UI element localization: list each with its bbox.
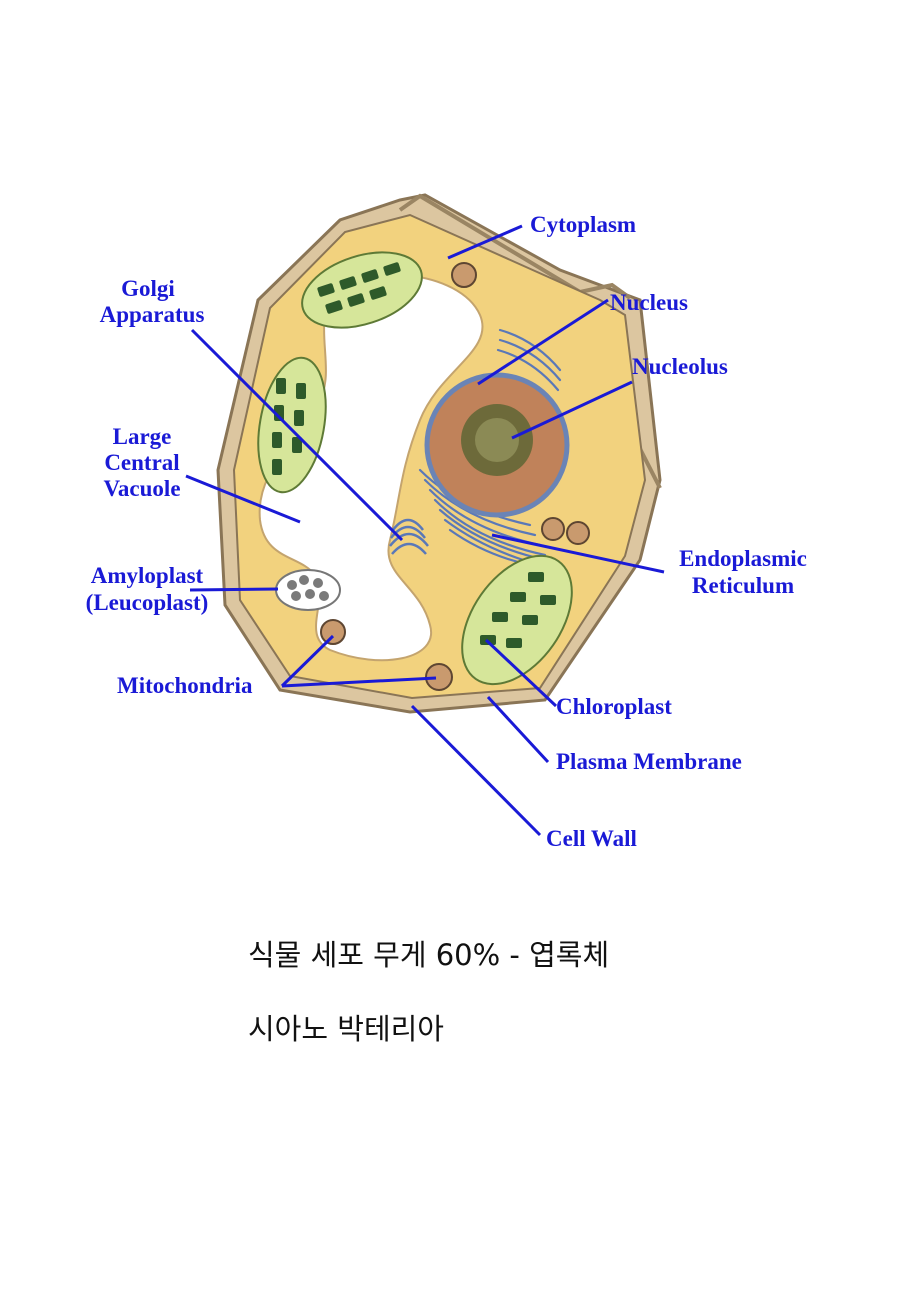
chloroplast-top xyxy=(301,251,423,329)
label-amyloplast-line1: Amyloplast xyxy=(91,563,204,588)
label-chloroplast: Chloroplast xyxy=(556,694,672,719)
leader-lines xyxy=(185,224,665,837)
label-vacuole-line1: Large xyxy=(113,424,172,449)
leader-er xyxy=(491,533,665,574)
label-er-line1: Endoplasmic xyxy=(679,546,807,571)
chloroplast-left xyxy=(257,356,327,494)
label-amyloplast-line2: (Leucoplast) xyxy=(86,590,209,615)
label-plasma-membrane: Plasma Membrane xyxy=(556,749,742,774)
leader-golgi xyxy=(190,328,404,542)
leader-nucleus xyxy=(477,298,609,386)
mitochondria xyxy=(320,262,590,691)
label-nucleolus: Nucleolus xyxy=(632,354,728,379)
leader-amyloplast xyxy=(189,587,279,592)
leader-mitochondria xyxy=(280,634,437,688)
caption-line-1: 식물 세포 무게 60% - 엽록체 xyxy=(248,938,610,972)
chloroplast-bottom xyxy=(461,554,573,686)
amyloplast xyxy=(275,569,341,611)
caption-line-2: 시아노 박테리아 xyxy=(248,1012,444,1046)
label-golgi-line1: Golgi xyxy=(121,276,175,301)
nucleolus-core xyxy=(475,418,519,462)
plant-cell-diagram: Cytoplasm Golgi Apparatus Nucleus Nucleo… xyxy=(86,193,807,851)
leader-vacuole xyxy=(185,474,301,524)
label-cytoplasm: Cytoplasm xyxy=(530,212,636,237)
label-mitochondria: Mitochondria xyxy=(117,673,253,698)
leader-plasma-membrane xyxy=(486,695,550,764)
label-nucleus: Nucleus xyxy=(610,290,688,315)
leader-chloroplast xyxy=(484,638,558,708)
leader-cytoplasm xyxy=(447,224,523,260)
leader-nucleolus xyxy=(511,380,633,440)
leader-cell-wall xyxy=(410,704,542,837)
label-vacuole-line2: Central xyxy=(104,450,179,475)
label-golgi-line2: Apparatus xyxy=(100,302,205,327)
label-vacuole-line3: Vacuole xyxy=(103,476,180,501)
golgi-apparatus xyxy=(389,518,429,555)
label-er-line2: Reticulum xyxy=(692,573,794,598)
label-cell-wall: Cell Wall xyxy=(546,826,637,851)
